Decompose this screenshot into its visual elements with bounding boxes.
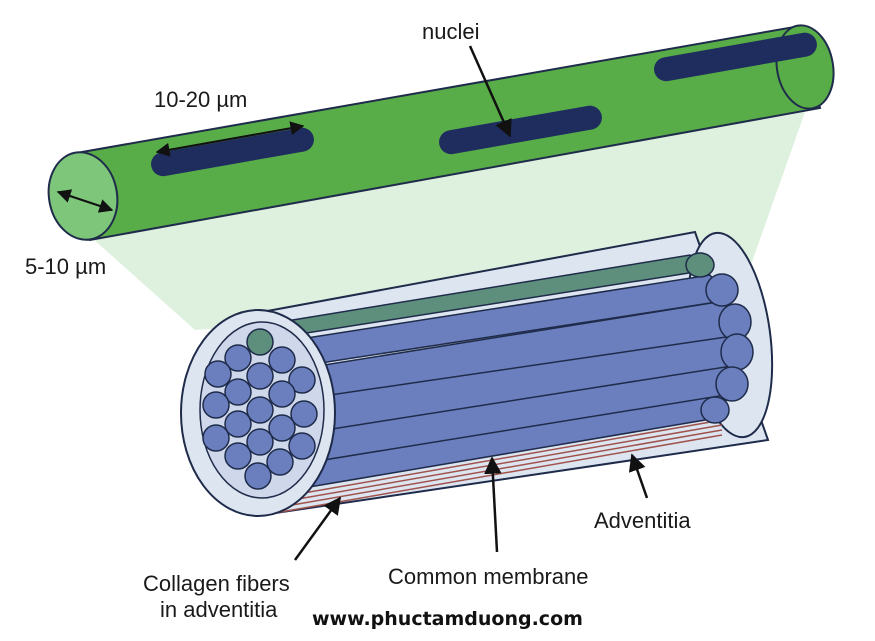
nucleus <box>439 105 602 155</box>
length-double-arrow-icon <box>155 121 305 157</box>
common-membrane-arrow-icon <box>484 456 502 553</box>
collagen-arrow-icon <box>293 496 342 561</box>
adventitia-arrow-icon <box>628 453 649 499</box>
collagen-label-line1: Collagen fibers <box>143 571 290 596</box>
diameter-double-arrow-icon <box>56 189 114 213</box>
nucleus <box>654 32 817 82</box>
nuclei-label: nuclei <box>422 19 480 44</box>
fiber-bundle <box>180 230 774 517</box>
common-membrane-label: Common membrane <box>388 564 589 589</box>
diameter-label: 5-10 µm <box>25 254 107 279</box>
adventitia-label: Adventitia <box>594 508 691 533</box>
collagen-label-line2: in adventitia <box>160 597 278 622</box>
watermark: www.phuctamduong.com <box>312 608 583 630</box>
fiber-cross-sections <box>202 328 318 490</box>
nuclei-arrow-icon <box>468 45 512 138</box>
length-label: 10-20 µm <box>154 87 248 112</box>
